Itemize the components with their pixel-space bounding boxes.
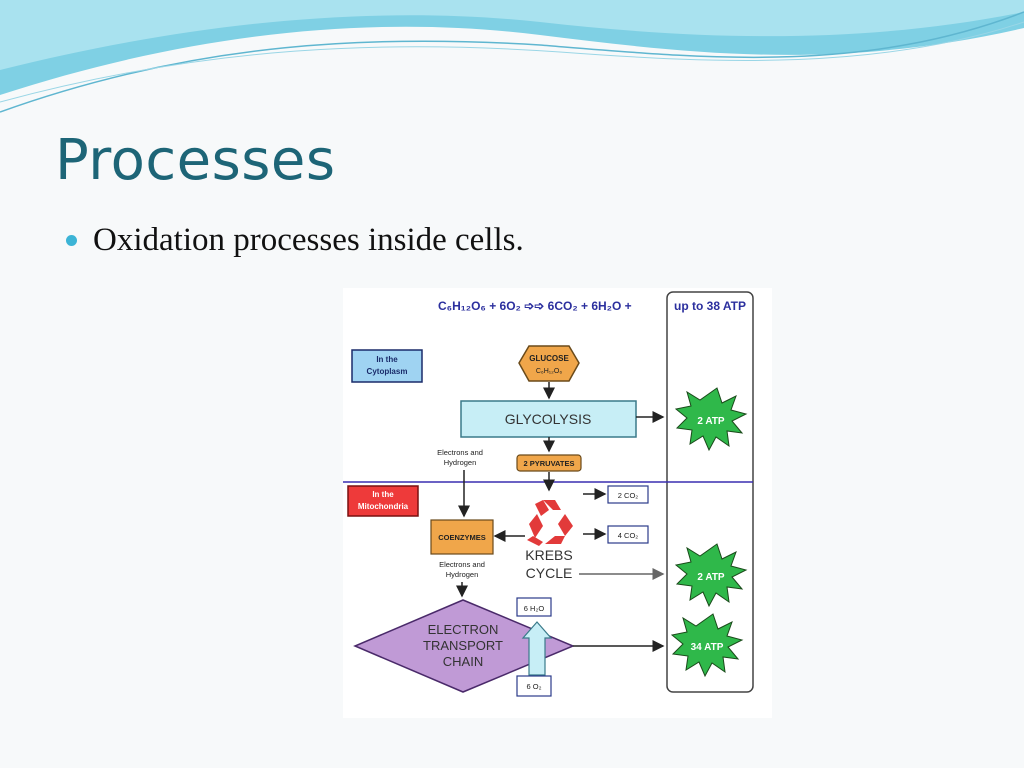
bullet-text: Oxidation processes inside cells. [93, 222, 524, 258]
svg-text:Electrons and: Electrons and [437, 448, 483, 457]
atp-star-glycolysis: 2 ATP [674, 387, 748, 452]
coenzymes-box: COENZYMES [430, 519, 494, 555]
svg-text:Electrons and: Electrons and [439, 560, 485, 569]
svg-text:In the: In the [372, 490, 394, 499]
svg-text:2 ATP: 2 ATP [697, 416, 725, 427]
glycolysis-box: GLYCOLYSIS [460, 400, 637, 438]
svg-text:2 PYRUVATES: 2 PYRUVATES [524, 459, 575, 468]
svg-text:Hydrogen: Hydrogen [446, 570, 479, 579]
mitochondria-label: In the Mitochondria [347, 485, 419, 517]
svg-text:In the: In the [376, 355, 398, 364]
oxygen-box: 6 O₂ [516, 675, 552, 697]
recycle-icon [527, 500, 573, 546]
pyruvates-box: 2 PYRUVATES [516, 454, 582, 472]
svg-text:COENZYMES: COENZYMES [438, 533, 486, 542]
svg-text:C₆H₁₂O₆: C₆H₁₂O₆ [536, 368, 562, 375]
electrons-hydrogen-label-bottom: Electrons and Hydrogen [439, 560, 485, 579]
svg-text:ELECTRON: ELECTRON [428, 622, 499, 637]
co2-box-bottom: 4 CO₂ [607, 525, 649, 544]
svg-text:34 ATP: 34 ATP [691, 642, 724, 653]
svg-text:2 CO₂: 2 CO₂ [618, 491, 639, 500]
svg-text:4 CO₂: 4 CO₂ [618, 531, 639, 540]
cellular-respiration-diagram: C₆H₁₂O₆ + 6O₂ ➩➩ 6CO₂ + 6H₂O + up to 38 … [343, 288, 772, 718]
svg-text:Hydrogen: Hydrogen [444, 458, 477, 467]
water-box: 6 H₂O [516, 597, 552, 617]
svg-text:GLYCOLYSIS: GLYCOLYSIS [505, 411, 592, 427]
atp-star-krebs: 2 ATP [674, 543, 748, 608]
equation-text: C₆H₁₂O₆ + 6O₂ ➩➩ 6CO₂ + 6H₂O + [438, 299, 632, 313]
bullet-item: Oxidation processes inside cells. [66, 222, 524, 259]
svg-text:GLUCOSE: GLUCOSE [529, 354, 569, 363]
svg-text:Mitochondria: Mitochondria [358, 502, 409, 511]
svg-text:TRANSPORT: TRANSPORT [423, 638, 503, 653]
oxygen-arrow [521, 621, 553, 676]
svg-text:CHAIN: CHAIN [443, 654, 483, 669]
bullet-dot-icon [66, 235, 77, 246]
svg-text:6 O₂: 6 O₂ [527, 682, 542, 691]
atp-header: up to 38 ATP [674, 299, 746, 313]
glucose-hexagon: GLUCOSE C₆H₁₂O₆ [518, 345, 580, 382]
krebs-cycle-label: KREBS CYCLE [525, 547, 572, 581]
co2-box-top: 2 CO₂ [607, 485, 649, 504]
svg-text:CYCLE: CYCLE [526, 565, 573, 581]
svg-text:6 H₂O: 6 H₂O [524, 604, 545, 613]
atp-column [666, 291, 754, 693]
slide-title: Processes [55, 128, 336, 193]
svg-text:KREBS: KREBS [525, 547, 572, 563]
svg-text:2 ATP: 2 ATP [697, 572, 725, 583]
atp-star-etc: 34 ATP [670, 613, 744, 678]
electrons-hydrogen-label-top: Electrons and Hydrogen [437, 448, 483, 467]
svg-text:Cytoplasm: Cytoplasm [367, 367, 408, 376]
cytoplasm-label: In the Cytoplasm [351, 349, 423, 383]
